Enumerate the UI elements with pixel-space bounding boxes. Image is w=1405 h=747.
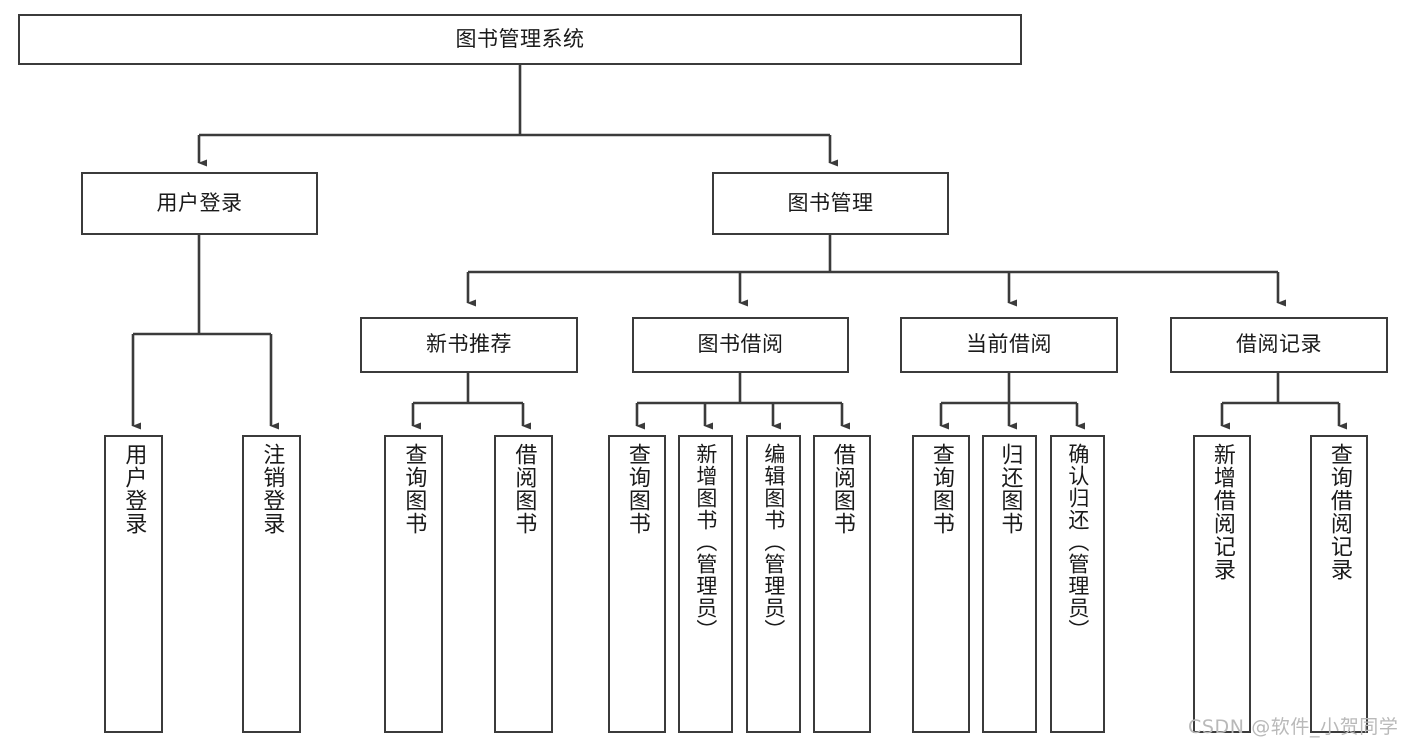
node-leaf-borrow-book-1[interactable]: 借阅图书 — [494, 435, 553, 733]
node-leaf-add-record[interactable]: 新增借阅记录 — [1193, 435, 1251, 733]
node-leaf-return-book-label: 归还图书 — [997, 443, 1023, 535]
node-leaf-query-record-label: 查询借阅记录 — [1326, 443, 1352, 581]
node-new-book-recommend-label: 新书推荐 — [426, 332, 512, 357]
node-leaf-user-login[interactable]: 用户登录 — [104, 435, 163, 733]
node-current-borrow[interactable]: 当前借阅 — [900, 317, 1118, 373]
node-root-label: 图书管理系统 — [455, 26, 585, 51]
node-borrow-record[interactable]: 借阅记录 — [1170, 317, 1388, 373]
node-leaf-confirm-return-label: 确认归还（管理员） — [1065, 443, 1090, 641]
node-leaf-query-book-3-label: 查询图书 — [928, 443, 954, 535]
node-leaf-user-logout[interactable]: 注销登录 — [242, 435, 301, 733]
node-leaf-query-book-1-label: 查询图书 — [401, 443, 427, 535]
node-user-login-label: 用户登录 — [156, 190, 243, 215]
node-leaf-query-book-2[interactable]: 查询图书 — [608, 435, 666, 733]
node-leaf-query-book-3[interactable]: 查询图书 — [912, 435, 970, 733]
node-leaf-query-book-1[interactable]: 查询图书 — [384, 435, 443, 733]
node-borrow-record-label: 借阅记录 — [1236, 332, 1322, 357]
node-leaf-add-book[interactable]: 新增图书（管理员） — [678, 435, 733, 733]
node-leaf-add-book-label: 新增图书（管理员） — [693, 443, 718, 641]
node-current-borrow-label: 当前借阅 — [966, 332, 1052, 357]
node-user-login[interactable]: 用户登录 — [81, 172, 318, 235]
csdn-watermark: CSDN @软件_小贺同学 — [1188, 716, 1399, 738]
node-leaf-user-logout-label: 注销登录 — [259, 443, 285, 535]
node-leaf-user-login-label: 用户登录 — [121, 443, 147, 535]
node-leaf-borrow-book-2[interactable]: 借阅图书 — [813, 435, 871, 733]
node-leaf-borrow-book-2-label: 借阅图书 — [829, 443, 855, 535]
node-leaf-confirm-return[interactable]: 确认归还（管理员） — [1050, 435, 1105, 733]
node-root[interactable]: 图书管理系统 — [18, 14, 1022, 65]
node-leaf-query-book-2-label: 查询图书 — [624, 443, 650, 535]
node-new-book-recommend[interactable]: 新书推荐 — [360, 317, 578, 373]
node-leaf-add-record-label: 新增借阅记录 — [1209, 443, 1235, 581]
node-book-borrow[interactable]: 图书借阅 — [632, 317, 849, 373]
node-leaf-edit-book[interactable]: 编辑图书（管理员） — [746, 435, 801, 733]
node-leaf-edit-book-label: 编辑图书（管理员） — [761, 443, 786, 641]
node-leaf-query-record[interactable]: 查询借阅记录 — [1310, 435, 1368, 733]
node-leaf-return-book[interactable]: 归还图书 — [982, 435, 1037, 733]
node-leaf-borrow-book-1-label: 借阅图书 — [511, 443, 537, 535]
node-book-borrow-label: 图书借阅 — [697, 332, 784, 357]
node-book-manage-label: 图书管理 — [787, 190, 874, 215]
node-book-manage[interactable]: 图书管理 — [712, 172, 949, 235]
